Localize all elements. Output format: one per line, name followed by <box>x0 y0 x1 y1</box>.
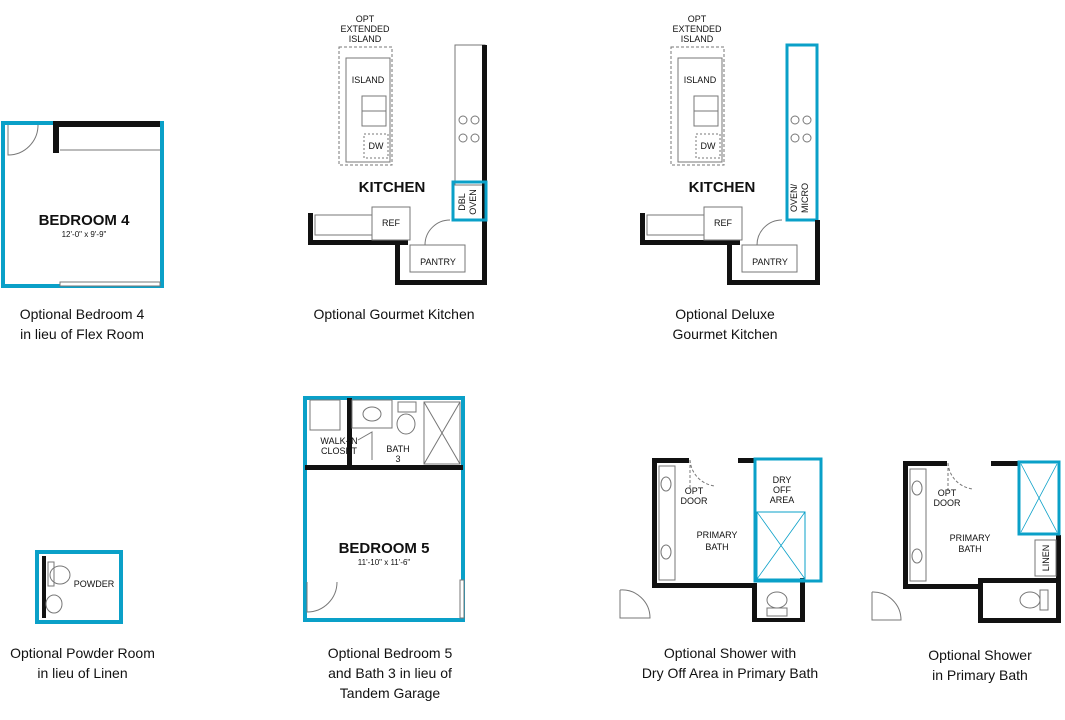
gourmet-opt-island-label-1: OPT <box>356 14 375 24</box>
plan-gourmet-kitchen: OPT EXTENDED ISLAND ISLAND DW DBL OVEN K… <box>308 14 488 285</box>
dry-off-label-3: AREA <box>770 495 795 505</box>
deluxe-dw-label: DW <box>701 141 716 151</box>
powder-sink-icon <box>45 594 63 614</box>
gourmet-kitchen-label: KITCHEN <box>359 179 426 196</box>
deluxe-oven-label-1: OVEN/ <box>789 184 799 213</box>
gourmet-oven-label-1: DBL <box>457 193 467 211</box>
plan-bedroom-5: WALK-IN CLOSET BATH 3 BEDROOM 5 11'-10" … <box>303 396 465 622</box>
bath3-label-1: BATH <box>386 444 409 454</box>
shower-dry-primary-2: BATH <box>705 542 728 552</box>
deluxe-oven-label-2: MICRO <box>800 183 810 213</box>
linen-label: LINEN <box>1041 545 1051 572</box>
plan-shower-primary: OPT DOOR PRIMARY BATH LINEN <box>871 460 1061 623</box>
shower-primary-2: BATH <box>958 544 981 554</box>
powder-toilet-icon <box>49 565 71 585</box>
primary-shower-icon <box>1017 460 1061 536</box>
gourmet-oven-label-2: OVEN <box>468 189 478 215</box>
caption-line: Optional Bedroom 4 <box>19 306 145 322</box>
deluxe-ref-label: REF <box>714 218 733 228</box>
shower-toilet-icon <box>1019 591 1041 609</box>
deluxe-cooktop-burner-icon <box>790 115 800 125</box>
powder-room-label: POWDER <box>74 579 115 589</box>
bedroom4-room-label: BEDROOM 4 <box>39 212 131 229</box>
plan-powder-room: POWDER <box>35 550 123 624</box>
caption-line: Gourmet Kitchen <box>672 326 778 342</box>
caption-line: Optional Powder Room <box>10 645 155 661</box>
closet-label-2: CLOSET <box>321 446 358 456</box>
gourmet-opt-island-label-3: ISLAND <box>349 34 382 44</box>
shower-opt-door-2: DOOR <box>934 498 962 508</box>
dry-off-label-2: OFF <box>773 485 791 495</box>
caption-line: Optional Deluxe <box>675 306 775 322</box>
gourmet-pantry-label: PANTRY <box>420 257 456 267</box>
caption-gourmet-kitchen: Optional Gourmet Kitchen <box>294 304 494 324</box>
shower-dry-opt-door-1: OPT <box>685 486 704 496</box>
deluxe-pantry-label: PANTRY <box>752 257 788 267</box>
caption-shower-dry-off: Optional Shower with Dry Off Area in Pri… <box>625 643 835 683</box>
dry-off-shower-icon <box>756 511 806 580</box>
shower-primary-1: PRIMARY <box>950 533 991 543</box>
caption-deluxe-kitchen: Optional Deluxe Gourmet Kitchen <box>625 304 825 344</box>
deluxe-opt-island-label-3: ISLAND <box>681 34 714 44</box>
plan-deluxe-kitchen: OPT EXTENDED ISLAND ISLAND DW OVEN/ MICR… <box>640 14 820 285</box>
gourmet-cooktop-burner-icon <box>458 115 468 125</box>
bath3-label-2: 3 <box>395 454 400 464</box>
plan-bedroom-4: BEDROOM 4 12'-0" x 9'-9" <box>1 121 164 288</box>
caption-line: Optional Gourmet Kitchen <box>313 306 475 322</box>
deluxe-kitchen-label: KITCHEN <box>689 179 756 196</box>
bath3-sink-icon <box>362 406 382 422</box>
bedroom4-dims: 12'-0" x 9'-9" <box>62 230 107 239</box>
plan-shower-dry-off: OPT DOOR DRY OFF AREA PRIMARY BATH <box>619 457 823 622</box>
dry-off-label-1: DRY <box>773 475 792 485</box>
caption-powder-room: Optional Powder Room in lieu of Linen <box>0 643 165 683</box>
caption-line: and Bath 3 in lieu of <box>328 665 452 681</box>
gourmet-opt-island-label-2: EXTENDED <box>340 24 390 34</box>
shower-sink-icon <box>911 480 923 496</box>
shower-dry-opt-door-2: DOOR <box>681 496 709 506</box>
deluxe-opt-island-label-2: EXTENDED <box>672 24 722 34</box>
caption-line: Dry Off Area in Primary Bath <box>641 665 819 681</box>
caption-bedroom-5: Optional Bedroom 5 and Bath 3 in lieu of… <box>300 643 480 703</box>
caption-shower-primary: Optional Shower in Primary Bath <box>895 645 1065 685</box>
bath3-toilet-icon <box>396 413 416 435</box>
bath3-shower-icon <box>423 401 461 465</box>
shower-dry-sink-icon <box>660 476 672 492</box>
bedroom5-room-label: BEDROOM 5 <box>339 540 430 557</box>
caption-line: Optional Shower with <box>663 645 797 661</box>
caption-line: Tandem Garage <box>339 685 441 701</box>
gourmet-dw-label: DW <box>369 141 384 151</box>
shower-dry-primary-1: PRIMARY <box>697 530 738 540</box>
shower-opt-door-1: OPT <box>938 488 957 498</box>
caption-line: Optional Shower <box>928 647 1032 663</box>
caption-line: in lieu of Linen <box>37 665 128 681</box>
bedroom5-dims: 11'-10" x 11'-6" <box>358 558 411 567</box>
caption-line: in lieu of Flex Room <box>20 326 144 342</box>
caption-bedroom-4: Optional Bedroom 4 in lieu of Flex Room <box>2 304 162 344</box>
deluxe-island-label: ISLAND <box>684 75 717 85</box>
gourmet-ref-label: REF <box>382 218 401 228</box>
shower-dry-toilet-icon <box>766 591 788 609</box>
caption-line: in Primary Bath <box>932 667 1028 683</box>
caption-line: Optional Bedroom 5 <box>327 645 453 661</box>
gourmet-island-label: ISLAND <box>352 75 385 85</box>
closet-label-1: WALK-IN <box>320 436 357 446</box>
deluxe-opt-island-label-1: OPT <box>688 14 707 24</box>
